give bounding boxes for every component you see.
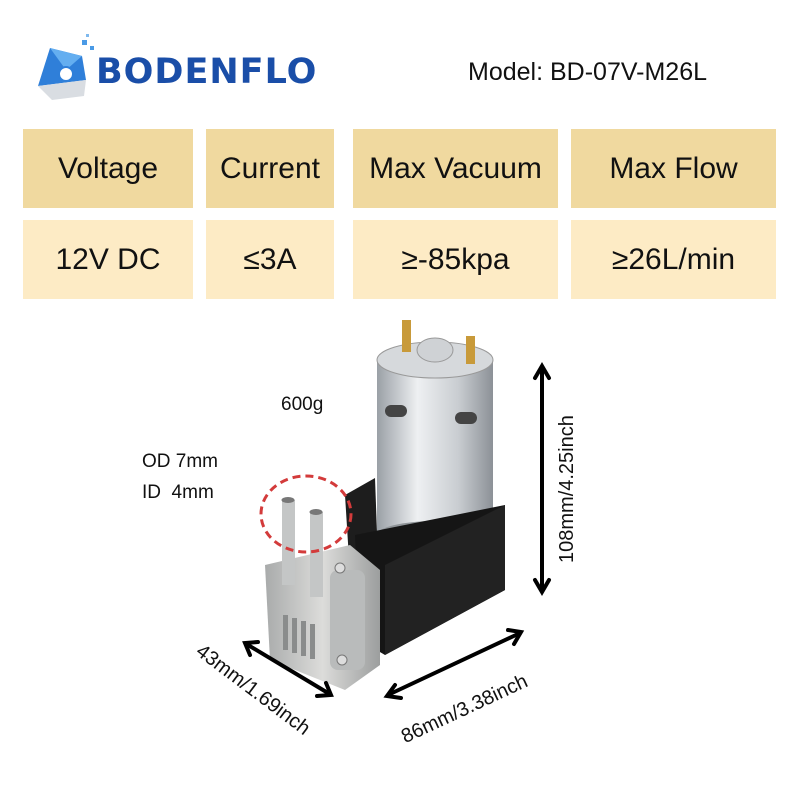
- brand-logo-icon: [38, 34, 94, 100]
- spec-value-max-vacuum: ≥-85kpa: [353, 220, 558, 299]
- spec-header-max-flow: Max Flow: [571, 129, 776, 208]
- connector-highlight-circle: [259, 474, 353, 554]
- outer-diameter-label: OD 7mm: [142, 451, 218, 472]
- spec-value-voltage: 12V DC: [23, 220, 193, 299]
- spec-header-max-vacuum: Max Vacuum: [353, 129, 558, 208]
- spec-value-current: ≤3A: [206, 220, 334, 299]
- height-dimension-label: 108mm/4.25inch: [556, 415, 578, 563]
- spec-value-max-flow: ≥26L/min: [571, 220, 776, 299]
- inner-diameter-label: ID 4mm: [142, 482, 214, 503]
- brand-name: BODENFLO: [96, 52, 318, 92]
- spec-header-current: Current: [206, 129, 334, 208]
- model-number: Model: BD-07V-M26L: [468, 58, 708, 86]
- weight-label: 600g: [281, 394, 324, 415]
- spec-header-voltage: Voltage: [23, 129, 193, 208]
